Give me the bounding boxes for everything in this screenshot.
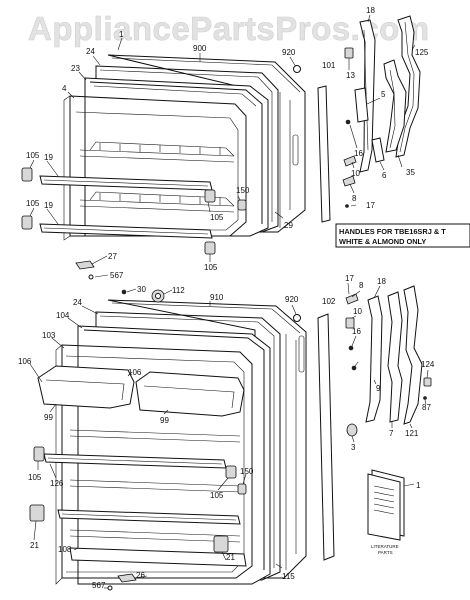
part-label-126: 126 [50, 479, 64, 488]
part-label-115: 115 [282, 572, 295, 581]
part-label-17: 17 [366, 201, 375, 210]
part-label-99: 99 [160, 416, 169, 425]
part-label-18: 18 [366, 6, 375, 15]
part-label-124: 124 [421, 360, 435, 369]
part-label-9: 9 [376, 384, 381, 393]
part-label-105: 105 [210, 213, 224, 222]
fresh-food-gasket-strip [317, 313, 335, 561]
part-label-920: 920 [285, 295, 299, 304]
freezer-handle-parts [342, 15, 421, 208]
part-label-920: 920 [282, 48, 296, 57]
part-label-106: 106 [128, 368, 142, 377]
part-label-102: 102 [322, 297, 336, 306]
part-label-108: 108 [58, 545, 72, 554]
part-label-21: 21 [226, 553, 235, 562]
part-label-910: 910 [210, 293, 224, 302]
literature-label-line1: LITERATURE [371, 544, 399, 549]
part-label-24: 24 [86, 47, 95, 56]
part-label-567: 567 [110, 271, 124, 280]
part-label-106: 106 [18, 357, 32, 366]
part-label-125: 125 [415, 48, 429, 57]
part-label-10: 10 [353, 307, 362, 316]
freezer-handle-leaders [348, 14, 416, 207]
fresh-food-handle-parts [345, 285, 432, 437]
fresh-food-door-assembly [29, 289, 307, 591]
part-label-13: 13 [346, 71, 355, 80]
part-label-19: 19 [44, 201, 53, 210]
part-label-99: 99 [44, 413, 53, 422]
part-label-105: 105 [26, 151, 40, 160]
part-label-8: 8 [352, 194, 357, 203]
part-label-121: 121 [405, 429, 419, 438]
part-label-3: 3 [351, 443, 356, 452]
part-label-101: 101 [322, 61, 336, 70]
part-label-105: 105 [26, 199, 40, 208]
part-label-19: 19 [44, 153, 53, 162]
part-label-10: 10 [351, 169, 360, 178]
part-label-1: 1 [119, 30, 124, 39]
handles-note-line1: HANDLES FOR TBE16SRJ & T [339, 227, 446, 236]
freezer-gasket-strip [317, 85, 331, 223]
part-label-8: 8 [359, 281, 364, 290]
freezer-leader-lines [29, 37, 301, 278]
part-label-567: 567 [92, 581, 106, 590]
part-label-150: 150 [240, 467, 254, 476]
part-label-23: 23 [71, 64, 80, 73]
part-label-35: 35 [406, 168, 415, 177]
literature-parts-booklet: LITERATURE PARTS [367, 469, 415, 555]
part-number-labels: 1 900 920 24 23 4 105 19 105 19 150 105 … [18, 6, 435, 590]
part-label-24: 24 [73, 298, 82, 307]
part-label-103: 103 [42, 331, 56, 340]
part-label-4: 4 [62, 84, 67, 93]
part-label-105: 105 [204, 263, 218, 272]
part-label-87: 87 [422, 403, 431, 412]
part-label-112: 112 [172, 286, 185, 295]
part-label-5: 5 [381, 90, 386, 99]
handles-note-box: HANDLES FOR TBE16SRJ & T WHITE & ALMOND … [335, 223, 470, 248]
part-label-6: 6 [382, 171, 387, 180]
part-label-26: 26 [136, 571, 145, 580]
fresh-food-handle-leaders [347, 282, 429, 443]
part-label-150: 150 [236, 186, 250, 195]
part-label-16: 16 [352, 327, 361, 336]
literature-label-line2: PARTS [378, 550, 393, 555]
part-label-30: 30 [137, 285, 146, 294]
part-label-16: 16 [354, 149, 363, 158]
part-label-104: 104 [56, 311, 70, 320]
part-label-29: 29 [284, 221, 293, 230]
part-label-1: 1 [416, 481, 421, 490]
part-label-21: 21 [30, 541, 39, 550]
part-label-18: 18 [377, 277, 386, 286]
part-label-900: 900 [193, 44, 207, 53]
part-label-105: 105 [28, 473, 42, 482]
fresh-food-leader-lines [29, 288, 297, 589]
handles-note-line2: WHITE & ALMOND ONLY [339, 237, 426, 246]
freezer-door-assembly [21, 54, 306, 280]
part-label-105: 105 [210, 491, 224, 500]
part-label-7: 7 [389, 429, 394, 438]
part-label-17: 17 [345, 274, 354, 283]
part-label-27: 27 [108, 252, 117, 261]
